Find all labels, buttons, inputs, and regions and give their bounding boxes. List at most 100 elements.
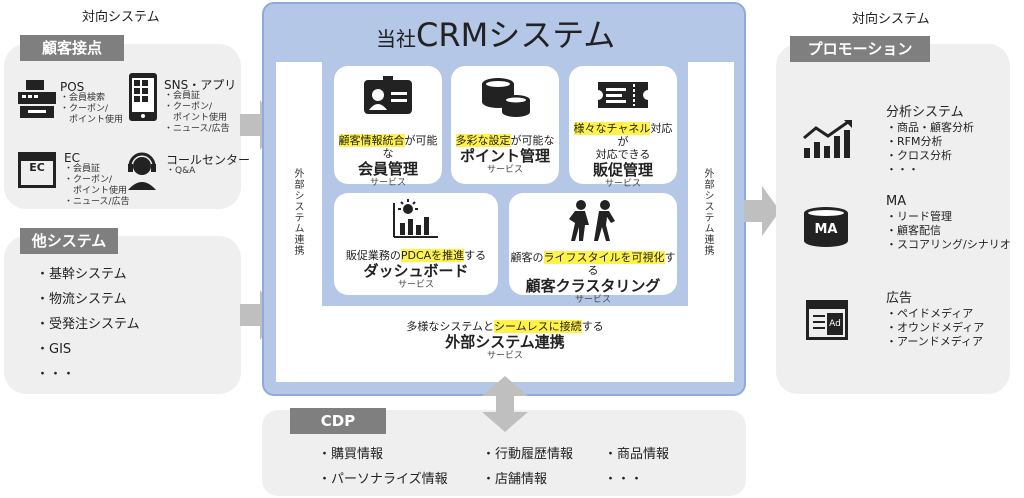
pos-line: ポイント使用 xyxy=(60,115,124,125)
dashboard-name: ダッシュボード xyxy=(363,262,469,280)
promotion-tag: プロモーション xyxy=(790,36,930,62)
ma-line: ・顧客配信 xyxy=(886,224,941,237)
ad-lines: ・ペイドメディア ・オウンドメディア ・アーンドメディア xyxy=(886,307,984,349)
pos-line: ・クーポン/ xyxy=(60,104,109,114)
ad-line: ・オウンドメディア xyxy=(886,321,985,334)
ec-line: ポイント使用 xyxy=(64,186,128,196)
ma-database-icon xyxy=(804,207,848,247)
headset-operator-icon xyxy=(128,152,156,190)
member-name: 会員管理 xyxy=(357,160,418,178)
analysis-line: ・・・ xyxy=(886,163,919,176)
cdp-item: ・行動履歴情報 xyxy=(482,447,574,462)
ec-icon-text: EC xyxy=(29,161,45,174)
cdp-col1: ・購買情報 ・パーソナライズ情報 xyxy=(318,442,448,492)
callcenter-line: ・Q&A xyxy=(166,166,196,176)
ad-icon-text: Ad xyxy=(827,313,843,335)
point-management-card: 多彩な設定が可能な ポイント管理 サービス xyxy=(451,66,559,184)
ec-browser-icon: EC xyxy=(18,152,56,188)
pos-title: POS xyxy=(60,80,85,94)
touchpoints-tag: 顧客接点 xyxy=(20,35,124,61)
sns-line: ・クーポン/ xyxy=(164,102,213,112)
right-heading: 対向システム xyxy=(852,12,930,27)
member-management-card: 顧客情報統合が可能な 会員管理 サービス xyxy=(334,66,442,188)
analytics-chart-icon xyxy=(803,120,852,158)
ec-line: ・クーポン/ xyxy=(64,175,113,185)
double-arrow-vertical-icon xyxy=(482,376,528,432)
cluster-sub: サービス xyxy=(574,295,611,305)
cluster-desc-rest: する xyxy=(587,251,676,277)
sns-line: ポイント使用 xyxy=(164,113,228,123)
crm-title-prefix: 当社 xyxy=(376,27,416,51)
member-desc: が可能な xyxy=(382,134,438,160)
list-item: ・受発注システム xyxy=(36,317,140,332)
dashboard-card: 販促業務のPDCAを推進する ダッシュボード サービス xyxy=(334,193,498,295)
external-integration-service: 多様なシステムとシームレスに接続する 外部システム連携 サービス xyxy=(322,320,688,362)
ad-line: ・アーンドメディア xyxy=(886,335,984,348)
id-card-icon xyxy=(364,76,412,114)
ma-title: MA xyxy=(886,194,907,209)
cdp-item: ・購買情報 xyxy=(318,447,384,462)
cluster-name: 顧客クラスタリング xyxy=(525,277,661,295)
external-desc-rest: する xyxy=(581,320,604,333)
crm-title-main: CRMシステム xyxy=(416,16,616,54)
point-desc-highlight: 多彩な設定 xyxy=(455,134,511,147)
promo-sub: サービス xyxy=(604,179,641,189)
promo-name: 販促管理 xyxy=(592,161,653,179)
cdp-col3: ・商品情報 ・・・ xyxy=(604,442,669,492)
promo-desc2: 対応できる xyxy=(595,148,651,161)
cdp-col2: ・行動履歴情報 ・店舗情報 xyxy=(482,442,573,492)
arrow-right-icon xyxy=(744,186,780,236)
list-item: ・・・ xyxy=(36,367,76,382)
pos-line: ・会員検索 xyxy=(60,93,106,103)
pos-register-icon xyxy=(18,80,56,118)
ad-line: ・ペイドメディア xyxy=(886,307,974,320)
sns-title: SNS・アプリ xyxy=(164,78,237,92)
cdp-item: ・店舗情報 xyxy=(482,472,548,487)
external-desc-highlight: シームレスに接続 xyxy=(494,320,582,333)
ad-browser-icon: Ad xyxy=(806,300,848,340)
external-sub: サービス xyxy=(486,351,523,361)
sns-line: ・ニュース/広告 xyxy=(164,124,230,134)
analysis-lines: ・商品・顧客分析 ・RFM分析 ・クロス分析 ・・・ xyxy=(886,121,974,177)
sns-lines: ・会員証 ・クーポン/ ポイント使用 ・ニュース/広告 xyxy=(164,91,230,135)
ma-line: ・スコアリング/シナリオ xyxy=(886,238,1011,251)
promo-desc-highlight: 様々なチャネル xyxy=(573,122,651,135)
sns-line: ・会員証 xyxy=(164,91,201,101)
callcenter-title: コールセンター xyxy=(166,153,251,167)
point-desc: が可能な xyxy=(510,134,555,147)
dashboard-desc-rest: する xyxy=(464,249,487,262)
external-name: 外部システム連携 xyxy=(445,333,565,351)
promotion-management-card: 様々なチャネル対応が 対応できる 販促管理 サービス xyxy=(569,66,677,189)
analysis-line: ・商品・顧客分析 xyxy=(886,121,974,134)
point-sub: サービス xyxy=(486,165,523,175)
cdp-item: ・・・ xyxy=(604,472,644,487)
list-item: ・GIS xyxy=(36,342,72,357)
dashboard-desc-highlight: PDCAを推進 xyxy=(400,249,465,262)
right-side-label: 外部システム連携 xyxy=(702,168,713,256)
cdp-item: ・パーソナライズ情報 xyxy=(318,472,448,487)
left-side-label: 外部システム連携 xyxy=(292,168,303,256)
bar-chart-sun-icon xyxy=(393,199,438,238)
ec-lines: ・会員証 ・クーポン/ ポイント使用 ・ニュース/広告 xyxy=(64,164,130,208)
dashboard-sub: サービス xyxy=(397,280,434,290)
ec-title: EC xyxy=(64,151,80,165)
ec-line: ・ニュース/広告 xyxy=(64,197,130,207)
cluster-desc-pre: 顧客の xyxy=(510,251,544,264)
other-systems-tag: 他システム xyxy=(20,228,118,254)
member-sub: サービス xyxy=(369,178,406,188)
crm-title: 当社CRMシステム xyxy=(376,10,615,56)
cdp-item: ・商品情報 xyxy=(604,447,670,462)
ma-lines: ・リード管理 ・顧客配信 ・スコアリング/シナリオ xyxy=(886,210,1011,252)
ma-line: ・リード管理 xyxy=(886,210,952,223)
list-item: ・物流システム xyxy=(36,292,127,307)
smartphone-icon xyxy=(129,73,157,121)
promo-desc: 対応が xyxy=(617,122,673,148)
ec-line: ・会員証 xyxy=(64,164,101,174)
list-item: ・基幹システム xyxy=(36,267,127,282)
customer-clustering-card: 顧客のライフスタイルを可視化する 顧客クラスタリング サービス xyxy=(509,193,677,305)
ad-title: 広告 xyxy=(886,291,913,306)
cluster-desc-highlight: ライフスタイルを可視化 xyxy=(543,251,665,264)
touchpoints-panel xyxy=(4,44,241,209)
ticket-icon xyxy=(598,82,648,108)
member-desc-highlight: 顧客情報統合 xyxy=(338,134,405,147)
